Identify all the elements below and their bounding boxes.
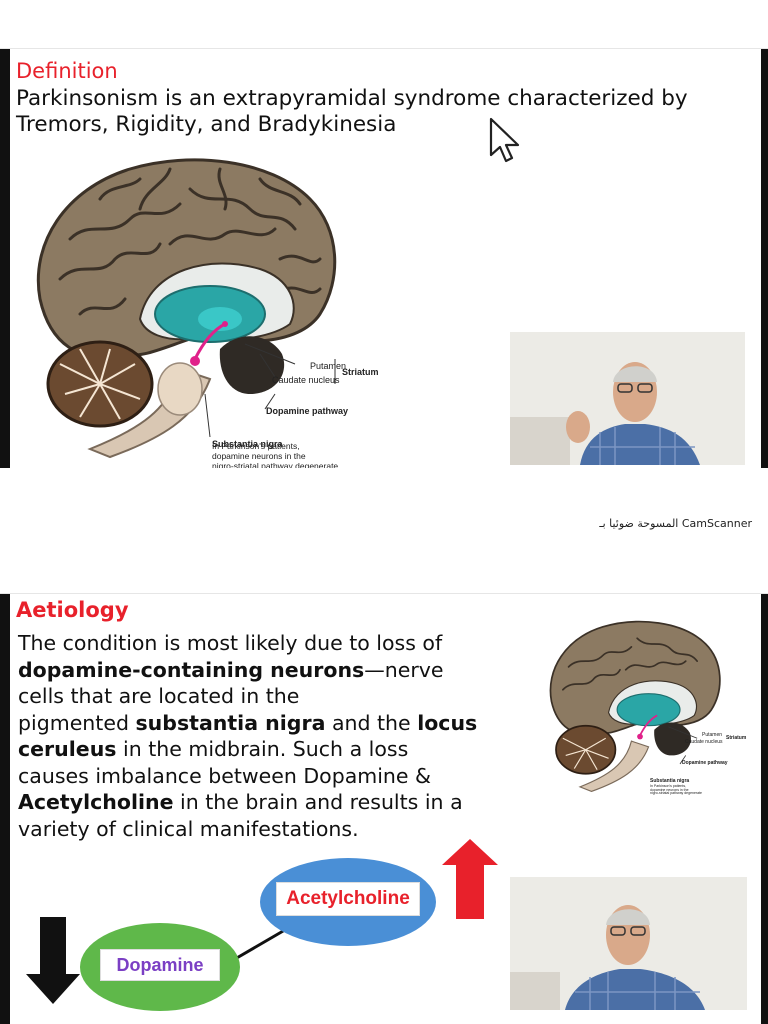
dopamine-label: Dopamine xyxy=(100,949,220,981)
slide-left-border xyxy=(0,594,10,1024)
dopamine-pathway-label: Dopamine pathway xyxy=(682,760,728,766)
substantia-nigra-label: Substantia nigra xyxy=(212,439,283,449)
aetiology-line: Acetylcholine in the brain and results i… xyxy=(18,789,528,816)
connector-line xyxy=(234,925,291,961)
definition-text: Parkinsonism is an extrapyramidal syndro… xyxy=(16,86,736,138)
aetiology-text-run: —nerve xyxy=(364,657,444,682)
presenter-webcam xyxy=(510,332,745,465)
camscanner-watermark: المسوحة ضوئيا بـ CamScanner xyxy=(599,517,752,530)
substantia-nigra-description: dopamine neurons in the xyxy=(650,787,689,792)
sn-desc-line: In Parkinson's patients, xyxy=(212,441,300,451)
acetylcholine-label: Acetylcholine xyxy=(276,882,420,916)
sn-desc-line-3: nigro-striatal pathway degenerate xyxy=(212,461,339,468)
aetiology-text-run: variety of clinical manifestations. xyxy=(18,816,359,841)
aetiology-text-run: cells that are located in the xyxy=(18,684,300,708)
substantia-nigra-description: In Parkinson's patients, xyxy=(650,784,687,788)
brain-illustration: Putamen Caudate nucleus Striatum Dopamin… xyxy=(20,149,379,459)
arrow-down-icon xyxy=(26,917,80,1004)
slide-right-border xyxy=(761,49,768,468)
aetiology-text-run: causes imbalance between Dopamine & xyxy=(18,763,432,788)
sn-desc-line-2: dopamine neurons in the xyxy=(212,451,306,461)
aetiology-text-run: and the xyxy=(325,710,418,735)
striatum-label: Striatum xyxy=(342,367,379,377)
aetiology-paragraph: The condition is most likely due to loss… xyxy=(18,630,528,842)
substantia-nigra-description: nigro-striatal pathway degenerate xyxy=(650,791,702,795)
definition-heading: Definition xyxy=(16,59,118,83)
slide-aetiology: Aetiology The condition is most likely d… xyxy=(0,593,768,1024)
aetiology-text-run: The condition is most likely due to loss… xyxy=(18,631,443,655)
dopamine-pathway-label: Dopamine pathway xyxy=(266,406,349,416)
aetiology-bold-run: Acetylcholine xyxy=(18,790,174,814)
aetiology-line: causes imbalance between Dopamine & xyxy=(18,763,528,790)
aetiology-bold-run: ceruleus xyxy=(18,737,117,761)
aetiology-line: cells that are located in the xyxy=(18,683,528,710)
putamen-label: Putamen xyxy=(310,361,347,371)
aetiology-line: pigmented substantia nigra and the locus xyxy=(18,710,528,737)
presenter-video-icon xyxy=(510,332,745,465)
aetiology-heading: Aetiology xyxy=(16,598,129,622)
brain-sagittal-icon xyxy=(549,620,721,793)
aetiology-text-run: in the brain and results in a xyxy=(173,790,463,814)
caudate-label: Caudate nucleus xyxy=(272,375,340,385)
presenter-webcam xyxy=(510,877,747,1010)
aetiology-line: ceruleus in the midbrain. Such a loss xyxy=(18,736,528,763)
caudate-label: Caudate nucleus xyxy=(685,739,723,745)
putamen-label: Putamen xyxy=(702,732,723,738)
aetiology-line: The condition is most likely due to loss… xyxy=(18,630,528,657)
brain-illustration-small: Putamen Caudate nucleus Striatum Dopamin… xyxy=(540,614,746,795)
slide-definition: Definition Parkinsonism is an extrapyram… xyxy=(0,48,768,468)
aetiology-bold-run: substantia nigra xyxy=(135,710,326,735)
substantia-nigra-description: In Parkinson's patients, xyxy=(212,441,300,451)
substantia-nigra-label: Substantia nigra xyxy=(650,778,690,784)
striatum-label: Striatum xyxy=(726,735,747,741)
brain-sagittal-icon xyxy=(36,158,337,459)
aetiology-bold-run: locus xyxy=(417,710,478,735)
aetiology-text-run: in the midbrain. Such a loss xyxy=(116,737,409,761)
aetiology-text-run: pigmented xyxy=(18,710,136,735)
aetiology-line: dopamine-containing neurons—nerve xyxy=(18,657,528,684)
arrow-up-icon xyxy=(442,839,498,919)
dopamine-acetylcholine-diagram: Acetylcholine Dopamine xyxy=(0,839,768,1024)
aetiology-line: variety of clinical manifestations. xyxy=(18,816,528,843)
mouse-cursor-icon xyxy=(489,117,520,163)
slide-right-border xyxy=(761,594,768,1024)
presenter-video-icon xyxy=(510,877,747,1010)
definition-line-1: Parkinsonism is an extrapyramidal syndro… xyxy=(16,86,688,111)
aetiology-bold-run: dopamine-containing neurons xyxy=(18,657,365,682)
slide-left-border xyxy=(0,49,10,468)
definition-line-2: Tremors, Rigidity, and Bradykinesia xyxy=(16,112,397,137)
